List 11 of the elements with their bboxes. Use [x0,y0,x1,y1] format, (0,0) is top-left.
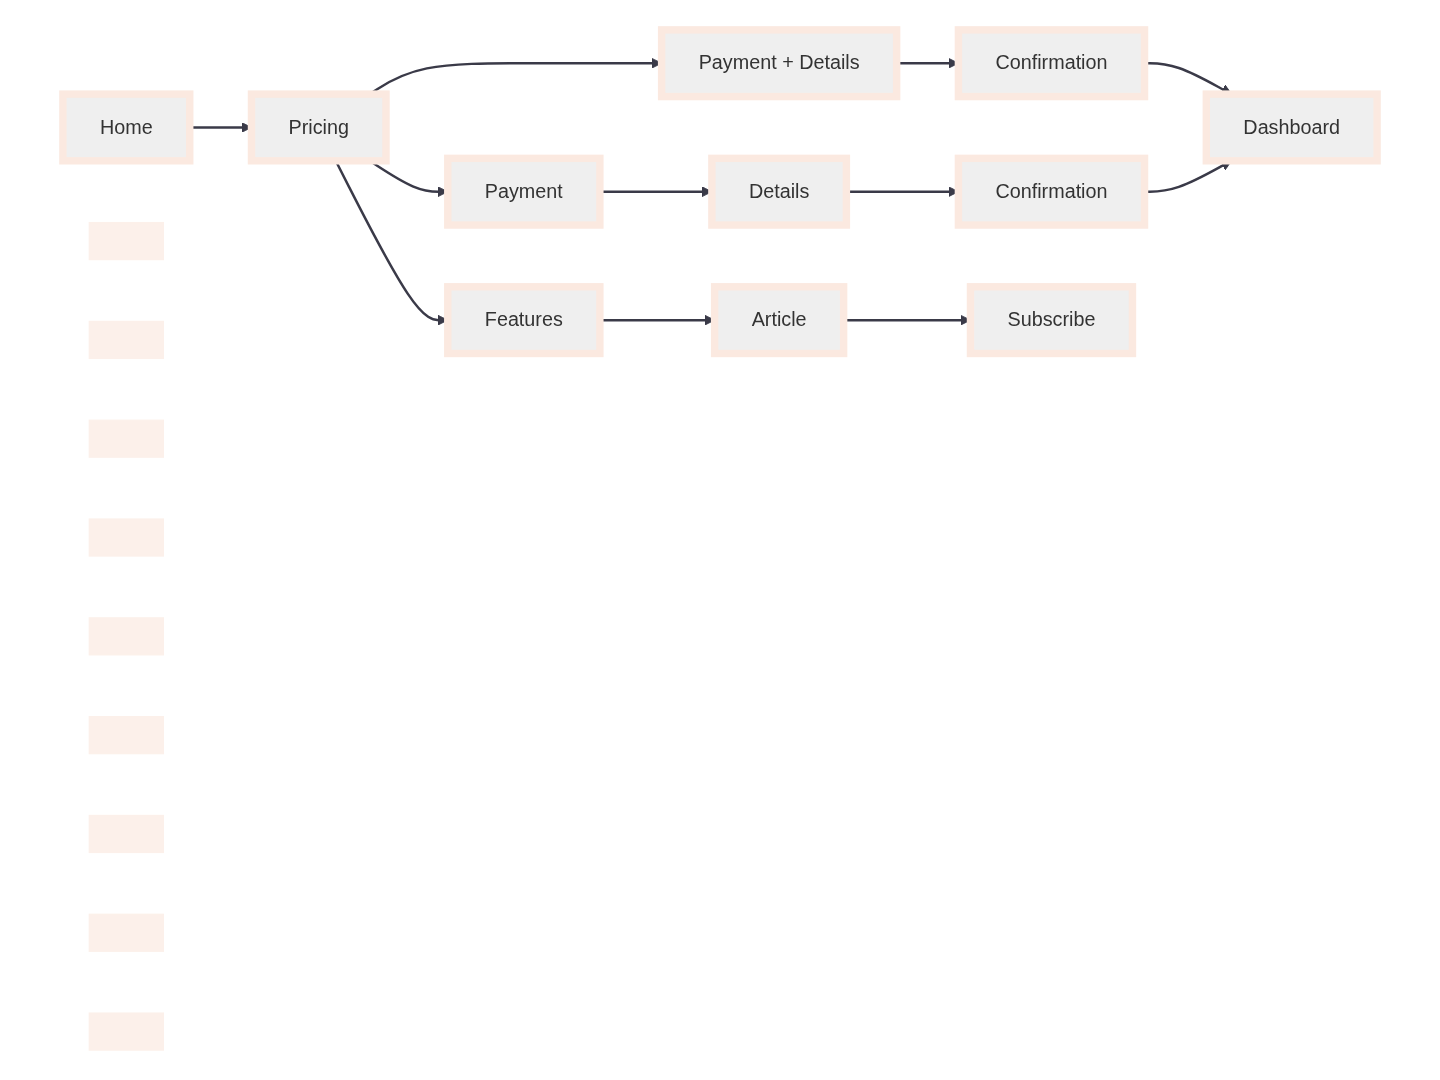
node-box: Pricing [247,90,390,165]
node-box: Dashboard [1202,90,1381,165]
node-box: Details [708,154,851,229]
node-box: Confirmation [954,26,1149,101]
node-box: Payment + Details [657,26,901,101]
node-box: Home [59,90,194,165]
node-box: Payment [444,154,604,229]
node-box: Subscribe [966,283,1137,358]
node-box: Article [710,283,848,358]
node-box: Features [444,283,604,358]
node-box: Confirmation [954,154,1149,229]
